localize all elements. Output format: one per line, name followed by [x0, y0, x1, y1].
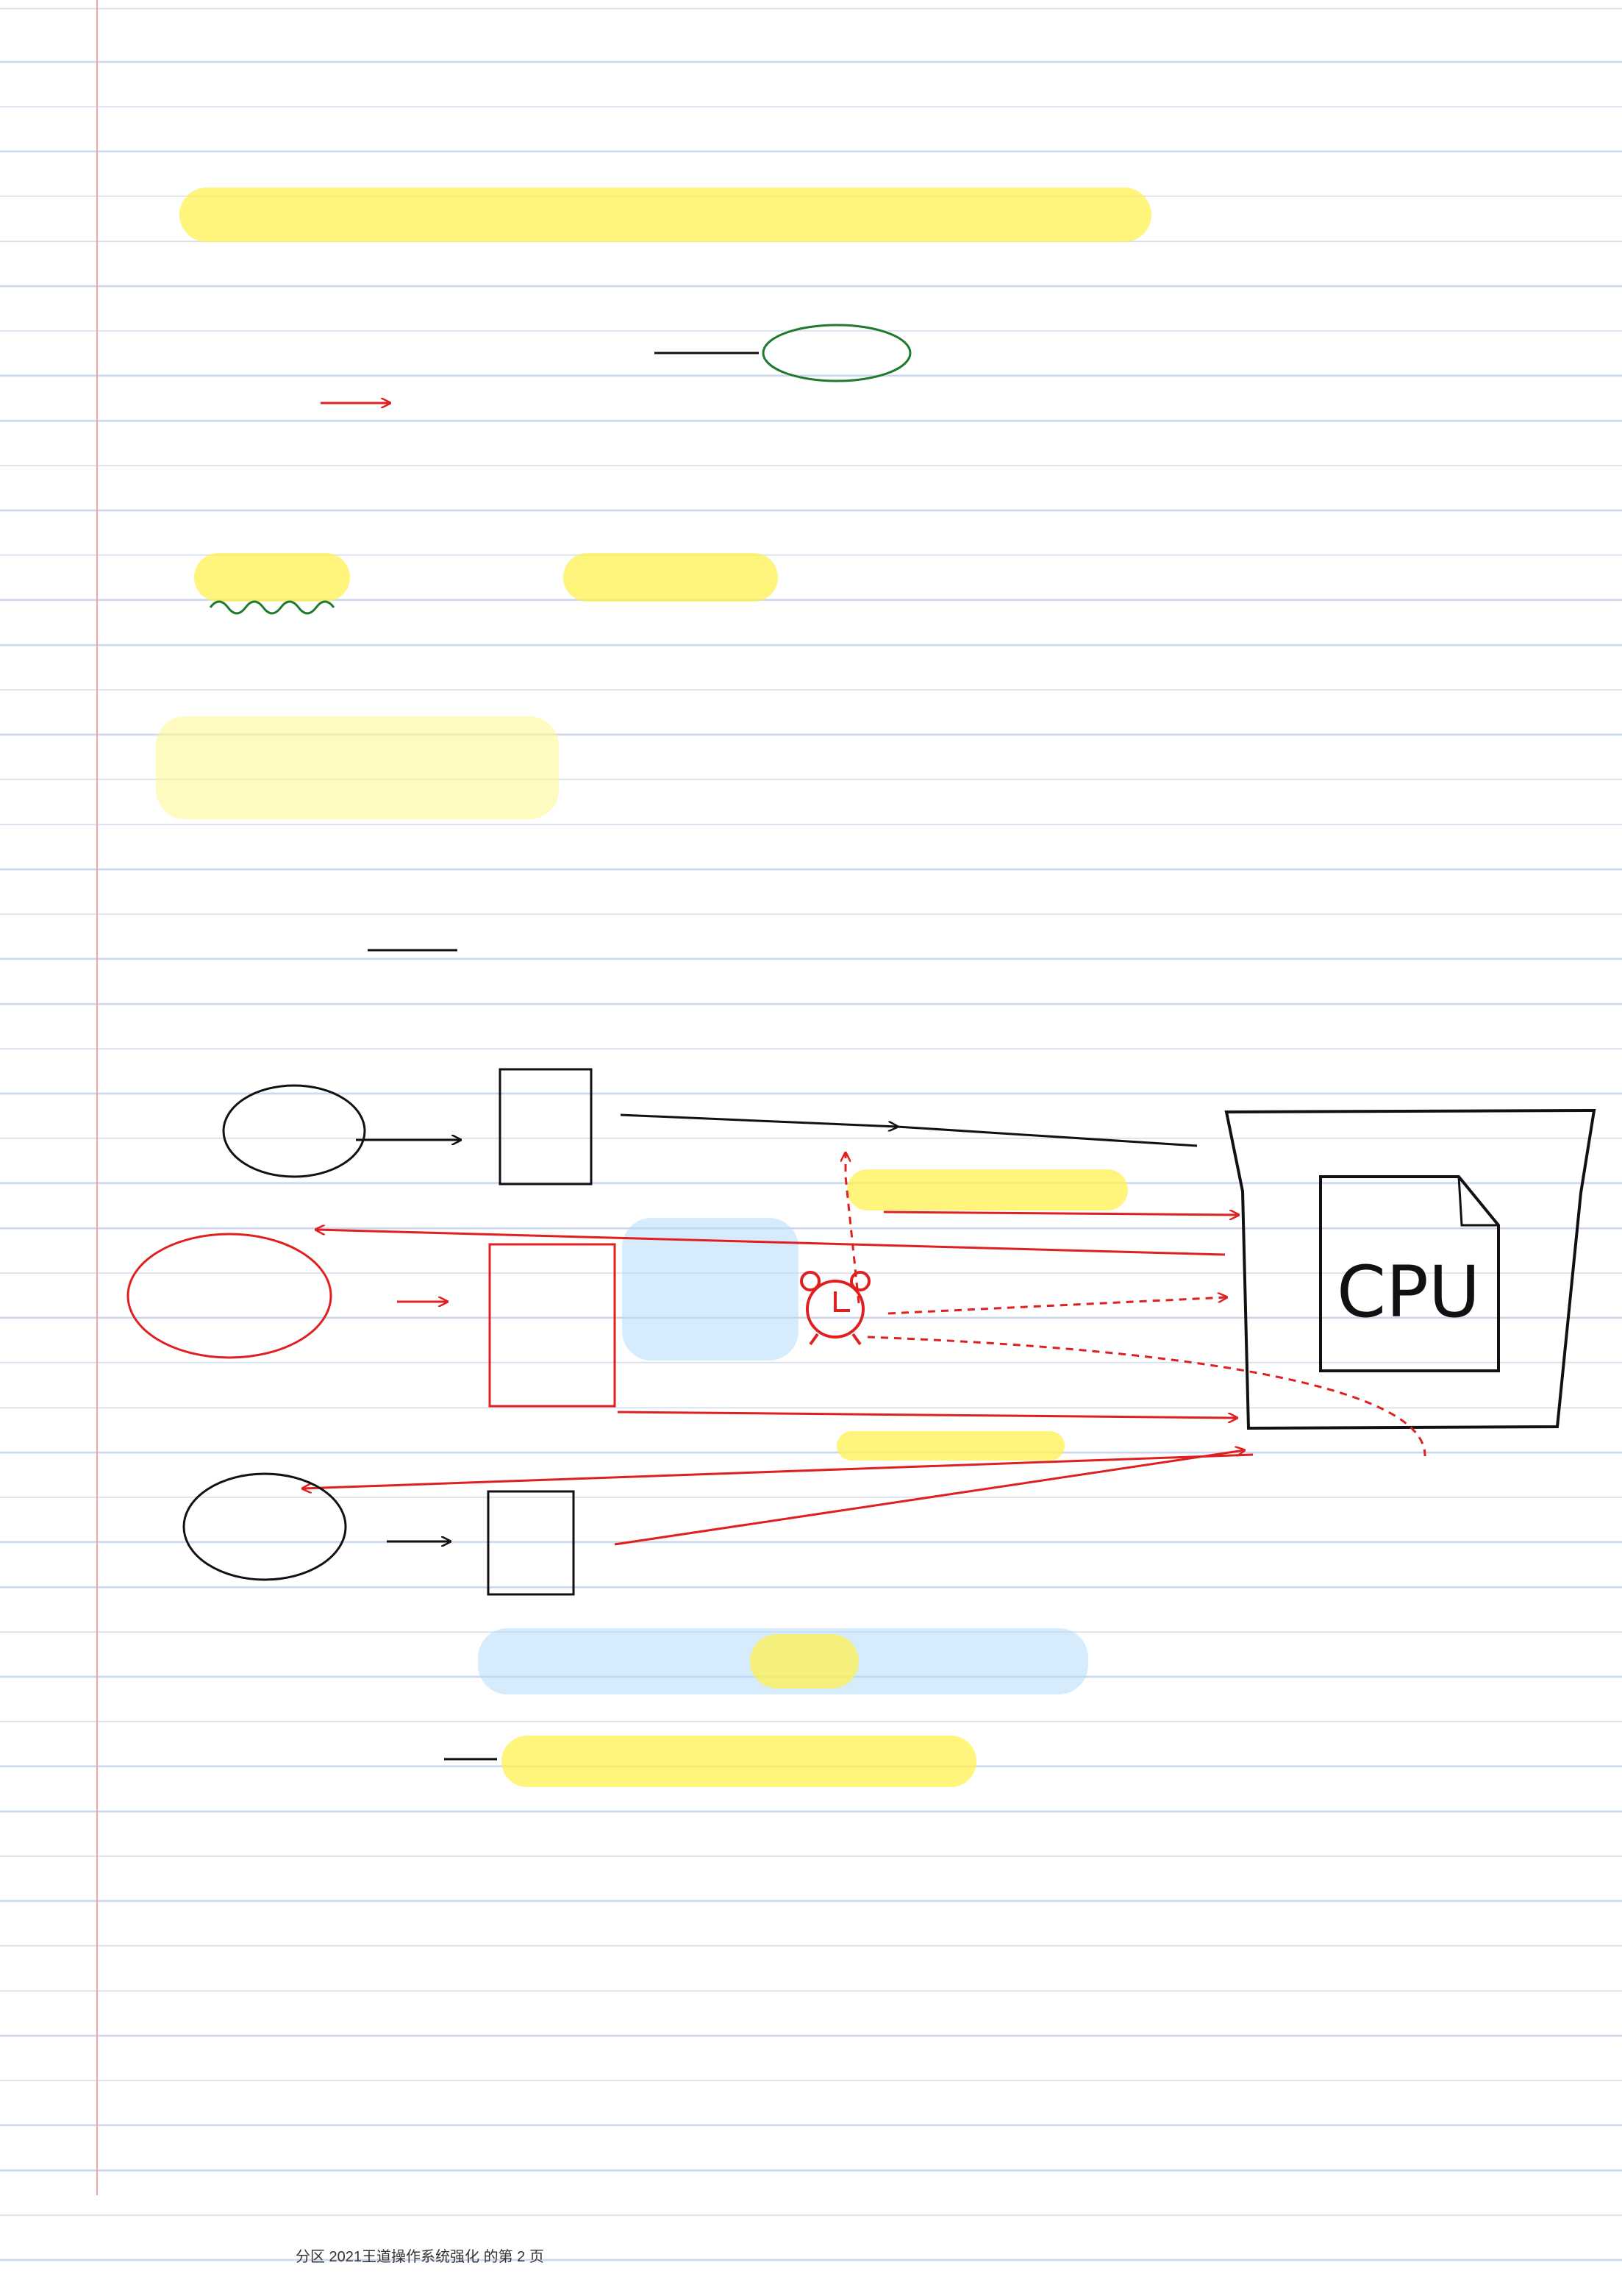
cpu-label: CPU — [1337, 1251, 1480, 1333]
interrupt-handler-ellipse — [126, 1233, 332, 1359]
arrow-line — [846, 1153, 860, 1304]
highlight-stroke — [179, 188, 1151, 242]
arrow-line — [896, 1125, 1198, 1147]
arrow-line — [887, 1297, 1226, 1315]
arrow-line — [617, 1411, 1237, 1418]
arrow-line — [867, 1336, 1426, 1457]
instruction-box-2 — [488, 1243, 616, 1408]
page-footer: 分区 2021王道操作系统强化 的第 2 页 — [296, 2249, 544, 2265]
margin-line — [96, 0, 98, 2195]
cpu-chip-icon: CPU — [1319, 1175, 1500, 1372]
wavy-underline — [209, 600, 335, 615]
instruction-box-3 — [487, 1490, 575, 1596]
arrow-line — [316, 1230, 1226, 1256]
highlight-stroke — [501, 1736, 976, 1787]
arrow-line — [620, 1113, 897, 1127]
app-program-2-ellipse — [182, 1472, 347, 1581]
cpu-box — [1224, 1108, 1596, 1430]
highlight-stroke — [837, 1431, 1065, 1461]
highlight-stroke — [750, 1634, 859, 1689]
arrow-line — [303, 1453, 1254, 1489]
highlight-stroke — [194, 553, 350, 602]
alarm-clock-icon — [800, 1271, 871, 1346]
arrow-line — [883, 1212, 1238, 1215]
highlight-stroke — [563, 553, 778, 602]
highlight-stroke — [847, 1169, 1128, 1211]
arrow-line — [614, 1450, 1244, 1546]
instruction-box-1 — [499, 1068, 593, 1186]
trap-instruction-circle — [762, 324, 912, 382]
highlight-stroke — [156, 716, 559, 819]
app-program-1-ellipse — [222, 1084, 366, 1178]
